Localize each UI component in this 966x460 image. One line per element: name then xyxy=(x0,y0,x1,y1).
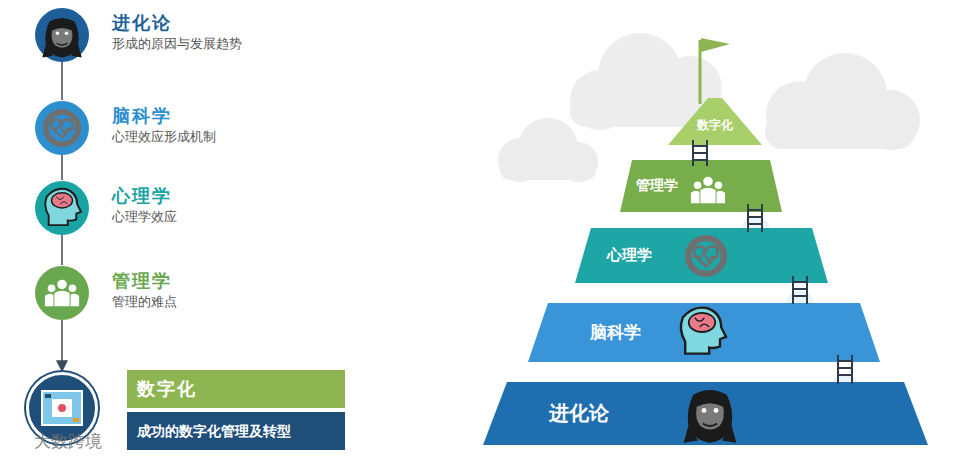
pyramid-band: 心理学 xyxy=(575,228,828,283)
band-label: 进化论 xyxy=(549,400,609,427)
band-label: 管理学 xyxy=(636,177,678,195)
icon-circle xyxy=(35,266,89,320)
box-heading: 数字化 xyxy=(137,370,335,408)
topic-heading: 脑科学 xyxy=(112,104,216,128)
pyramid-band: 脑科学 xyxy=(528,303,880,362)
flow-line xyxy=(61,62,63,100)
box-description: 成功的数字化管理及转型 xyxy=(137,412,335,450)
topic-heading: 进化论 xyxy=(112,11,242,35)
highlight-box: 数字化 xyxy=(127,370,345,408)
flow-line xyxy=(61,155,63,180)
flag xyxy=(701,38,730,52)
topic-item: 心理学心理学效应 xyxy=(35,181,181,235)
topic-heading: 心理学 xyxy=(112,184,177,208)
topic-heading: 管理学 xyxy=(112,269,177,293)
pyramid-band: 数字化 xyxy=(668,98,762,145)
topic-description: 心理效应形成机制 xyxy=(112,128,216,146)
topic-item: 管理学管理的难点 xyxy=(35,266,181,320)
cloud xyxy=(498,118,598,182)
band-shape xyxy=(528,303,880,362)
highlight-box: 成功的数字化管理及转型 xyxy=(127,412,345,450)
pyramid-band: 管理学 xyxy=(620,160,782,212)
flow-line xyxy=(61,235,63,265)
topic-description: 管理的难点 xyxy=(112,293,177,311)
topic-item: 脑科学心理效应形成机制 xyxy=(35,101,220,155)
icon-circle xyxy=(35,101,89,155)
pyramid-band: 进化论 xyxy=(483,382,928,445)
band-label: 心理学 xyxy=(607,246,652,265)
icon-circle xyxy=(35,8,89,62)
watermark: 大数跨境 xyxy=(34,430,102,453)
cloud xyxy=(765,53,920,150)
topic-description: 心理学效应 xyxy=(112,208,177,226)
topic-item: 进化论形成的原因与发展趋势 xyxy=(35,8,246,62)
icon-circle xyxy=(35,181,89,235)
band-label: 数字化 xyxy=(697,117,733,134)
topic-description: 形成的原因与发展趋势 xyxy=(112,35,242,53)
flow-line xyxy=(61,320,63,371)
band-label: 脑科学 xyxy=(590,321,641,344)
